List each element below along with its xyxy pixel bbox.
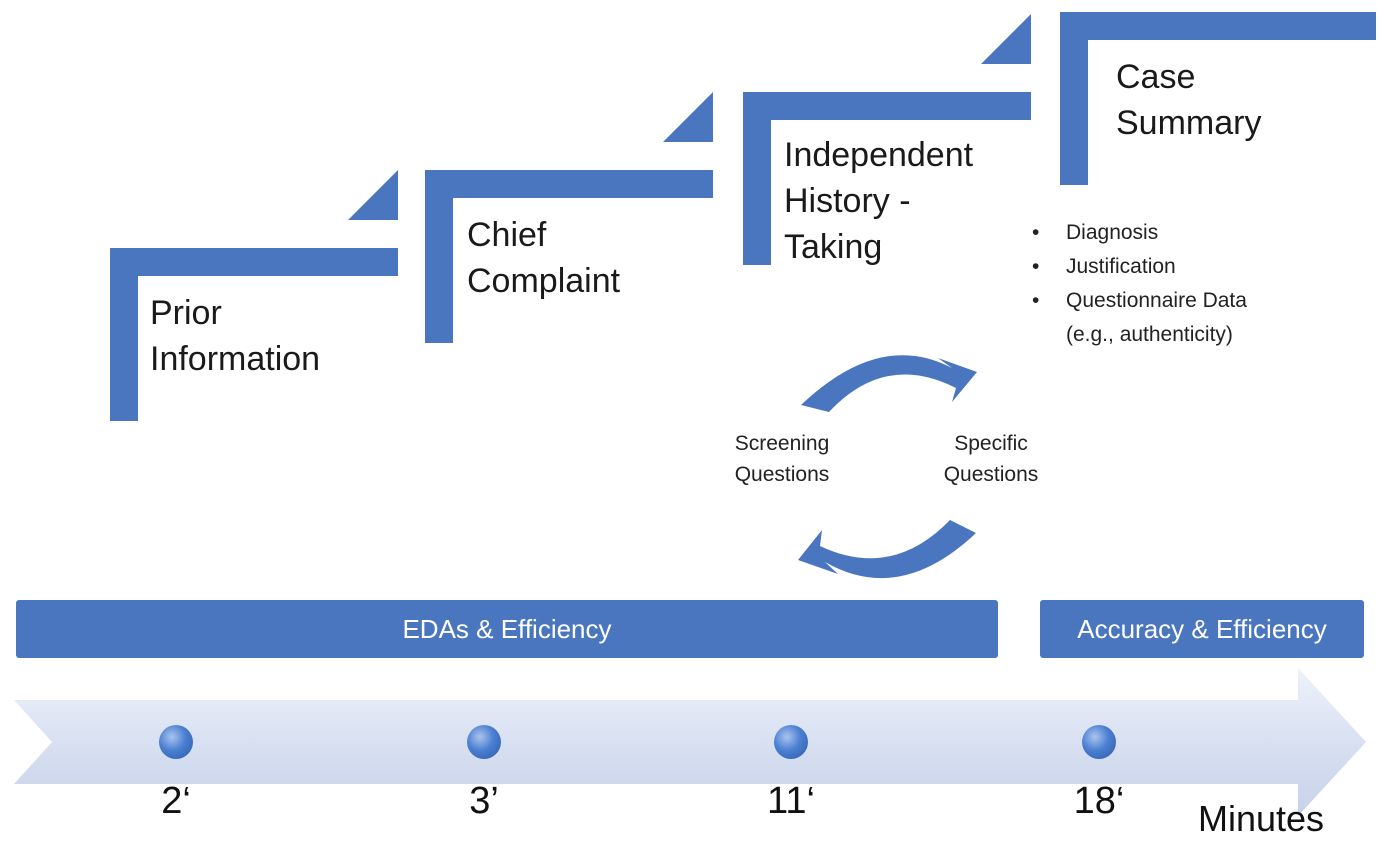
step-bracket-horizontal <box>1060 12 1376 40</box>
step-bracket-horizontal <box>425 170 713 198</box>
timeline-tick-marker <box>774 725 808 759</box>
step-label: Chief Complaint <box>467 216 621 300</box>
bullet-icon: • <box>1032 289 1040 312</box>
step-bracket-vertical <box>1060 12 1088 185</box>
list-item: •Questionnaire Data <box>1032 284 1247 318</box>
timeline-unit-label: Minutes <box>1198 798 1325 839</box>
step-bracket-horizontal <box>743 92 1031 120</box>
step-bracket-vertical <box>110 248 138 421</box>
step-corner-triangle <box>663 92 713 142</box>
step-bracket-vertical <box>425 170 453 343</box>
timeline-tick-label: 2‘ <box>161 780 191 822</box>
step-label: Independent History - Taking <box>784 136 974 266</box>
step-corner-triangle <box>348 170 398 220</box>
phase-bar-accuracy-efficiency: Accuracy & Efficiency <box>1040 600 1364 658</box>
list-item: •Diagnosis <box>1032 216 1247 250</box>
timeline-tick-label: 18‘ <box>1073 780 1125 822</box>
timeline-tick-label: 3’ <box>469 780 499 822</box>
timeline-tick-marker <box>159 725 193 759</box>
step-bracket-vertical <box>743 92 771 265</box>
timeline-tick-marker <box>1082 725 1116 759</box>
phase-bar-edas-efficiency: EDAs & Efficiency <box>16 600 998 658</box>
step-label: Prior Information <box>150 294 321 378</box>
timeline-tick-label: 11‘ <box>767 780 815 822</box>
list-item: •Justification <box>1032 250 1247 284</box>
specific-questions-label: Specific Questions <box>943 432 1039 486</box>
case-summary-bullet-list: •Diagnosis •Justification •Questionnaire… <box>1032 216 1247 352</box>
step-label: Case Summary <box>1116 58 1262 142</box>
bullet-icon: • <box>1032 221 1040 244</box>
list-item-continuation: (e.g., authenticity) <box>1066 323 1233 346</box>
bullet-icon: • <box>1032 255 1040 278</box>
step-corner-triangle <box>981 14 1031 64</box>
screening-questions-label: Screening Questions <box>734 432 830 486</box>
timeline-tick-marker <box>467 725 501 759</box>
step-bracket-horizontal <box>110 248 398 276</box>
